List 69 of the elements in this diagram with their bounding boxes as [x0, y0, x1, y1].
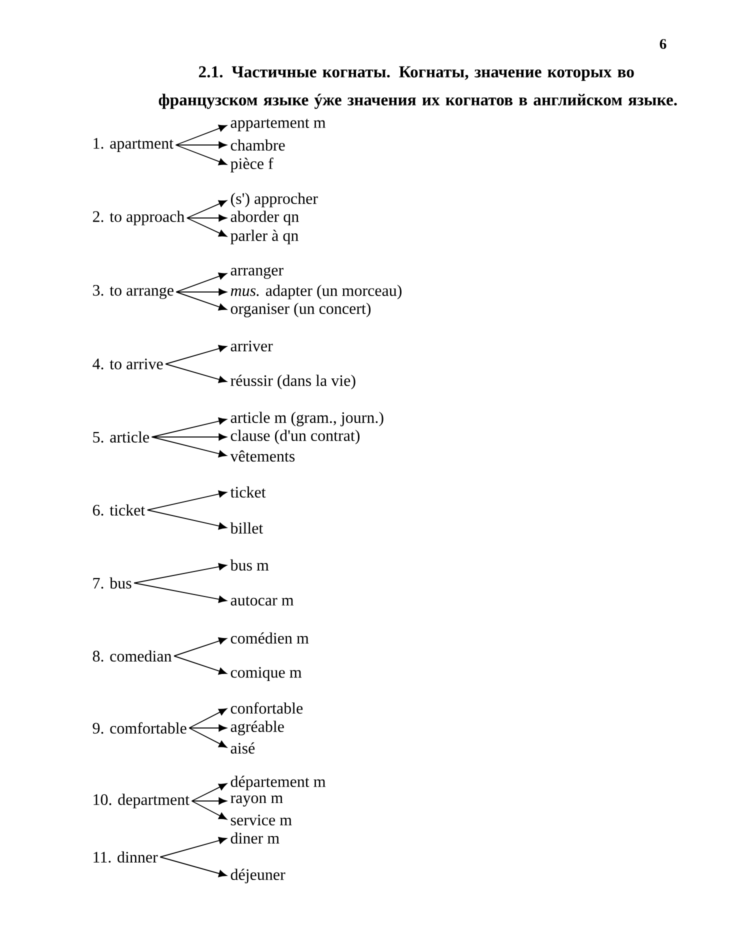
translation-word: chambre — [230, 139, 285, 151]
source-word: 9. comfortable — [92, 722, 186, 734]
translation-word: arriver — [230, 340, 273, 352]
source-word: 6. ticket — [92, 504, 146, 516]
source-word: 11. dinner — [94, 851, 158, 863]
arrow — [188, 708, 227, 728]
arrow — [151, 436, 227, 458]
translation-word: confortable — [230, 702, 303, 714]
arrow — [160, 836, 227, 858]
source-word: 2. to approach — [92, 210, 184, 226]
arrow — [151, 433, 227, 441]
arrow — [174, 656, 227, 675]
translation-word: comique m — [230, 667, 302, 681]
translation-word: mus. adapter (un morceau) — [230, 284, 402, 300]
translation-word: diner m — [230, 832, 280, 844]
translation-word: article m (gram., journ.) — [230, 412, 384, 426]
arrow — [146, 510, 227, 530]
translation-word: département m — [230, 776, 326, 790]
arrow — [186, 200, 227, 218]
arrow — [191, 797, 227, 805]
source-word: 7. bus — [93, 577, 132, 589]
arrow — [146, 490, 227, 510]
translation-word: service m — [230, 814, 292, 826]
arrow — [191, 800, 227, 820]
arrow — [175, 141, 227, 149]
arrow — [176, 272, 227, 292]
arrow — [191, 783, 227, 802]
source-word: 8. comedian — [92, 650, 172, 662]
source-word: 4. to arrive — [92, 358, 163, 370]
arrow — [165, 344, 227, 364]
arrow — [165, 364, 227, 384]
arrow — [134, 582, 227, 603]
arrow — [174, 637, 227, 656]
arrow — [176, 288, 227, 296]
arrow — [175, 124, 227, 146]
translation-word: parler à qn — [230, 230, 298, 244]
translation-word: ticket — [230, 486, 266, 498]
translation-word: organiser (un concert) — [230, 302, 371, 318]
translation-word: comédien m — [230, 632, 309, 644]
page-number: 6 — [660, 39, 666, 49]
translation-word: déjeuner — [230, 868, 286, 884]
translation-word: agréable — [230, 720, 284, 736]
translation-word: clause (d'un contrat) — [230, 430, 360, 444]
translation-word: pièce f — [230, 158, 274, 172]
arrow — [134, 563, 227, 584]
arrow — [186, 214, 227, 222]
source-word: 3. to arrange — [93, 284, 174, 300]
translation-word: (s') approcher — [230, 192, 318, 208]
arrow — [160, 856, 227, 878]
arrow — [188, 728, 227, 748]
arrow — [186, 218, 227, 237]
translation-word: arranger — [230, 267, 284, 279]
arrow — [176, 292, 227, 310]
translation-word: réussir (dans la vie) — [230, 374, 356, 390]
source-word: 10. department — [94, 794, 190, 808]
arrow — [175, 144, 227, 166]
translation-word: rayon m — [230, 796, 283, 806]
translation-word: autocar m — [230, 596, 294, 606]
translation-word: bus m — [230, 559, 269, 571]
heading: 2.1. Частичные когнаты. Когнаты, значение которых во французском языке ýже значения их когнатов в английском языке. — [158, 66, 677, 109]
translation-word: aborder qn — [230, 210, 299, 226]
translation-word: appartement m — [230, 118, 326, 132]
source-word: 1. apartment — [94, 138, 174, 152]
translation-word: aisé — [230, 742, 255, 754]
arrow — [188, 724, 227, 732]
source-word: 5. article — [93, 431, 150, 443]
translation-word: billet — [230, 522, 264, 534]
arrow — [151, 418, 227, 438]
translation-word: vêtements — [230, 450, 295, 462]
